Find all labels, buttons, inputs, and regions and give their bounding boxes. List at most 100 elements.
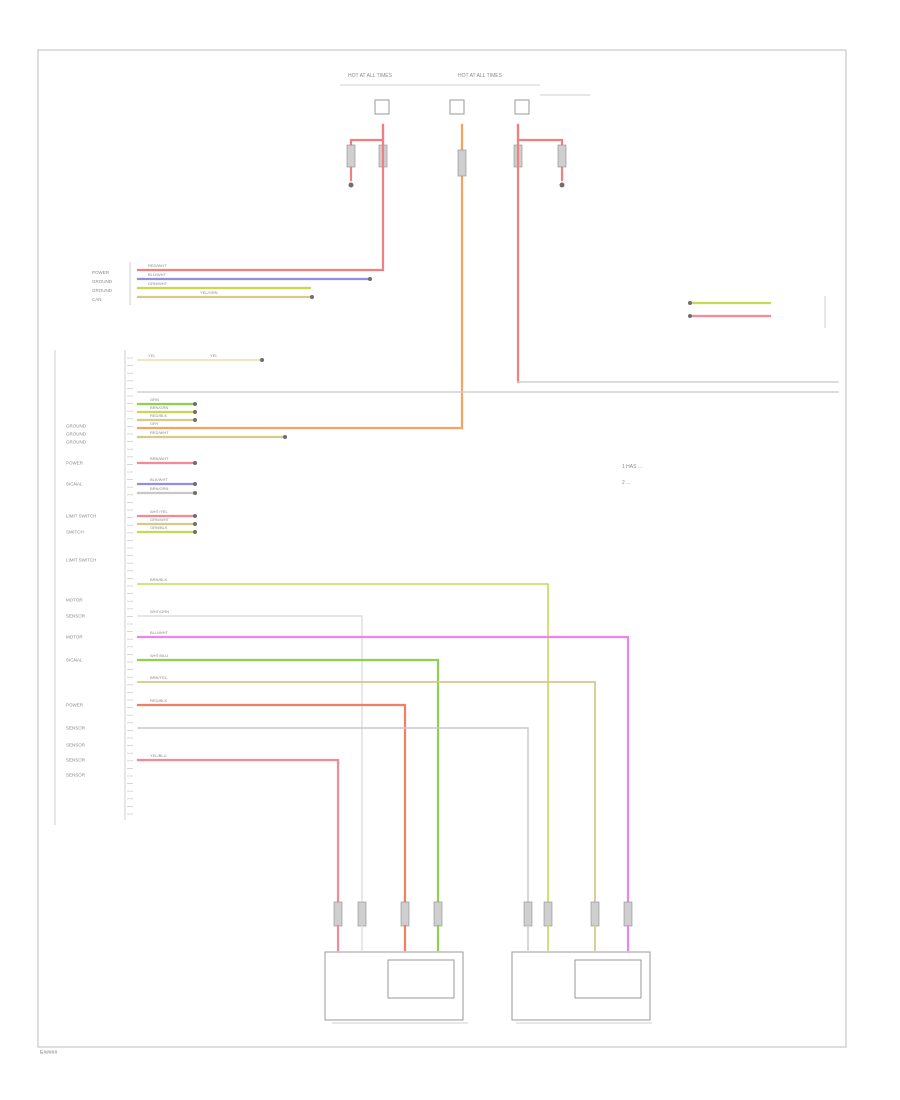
splice-10: [193, 491, 197, 495]
pin-b6: [543, 901, 553, 927]
ground-point-2: [559, 182, 565, 188]
top-right-branch: [513, 123, 567, 188]
pin-b4: [433, 901, 443, 927]
pin-b7: [590, 901, 600, 927]
pin-b2: [357, 901, 367, 927]
wire-magenta-long: [136, 635, 630, 907]
wire-color-label: WHT/GRN: [150, 609, 169, 614]
wire-color-label: YEL/GRN: [200, 290, 218, 295]
wire-color-label: BLU/WHT: [150, 630, 169, 635]
wire-color-label: RED/WHT: [150, 430, 169, 435]
wire-color-label: YEL: [210, 353, 218, 358]
pin-b5: [523, 901, 533, 927]
splice-3: [193, 402, 197, 406]
wire-tan-long: [137, 681, 596, 906]
wire-color-label: GRY: [150, 421, 159, 426]
wire-color-label: BRN/BLK: [150, 577, 167, 582]
bottom-connector-pins: [333, 901, 633, 927]
wire-color-label: BLK/WHT: [150, 477, 168, 482]
top-power-labels: HOT AT ALL TIMES HOT AT ALL TIMES: [340, 73, 590, 115]
splice-12: [193, 522, 197, 526]
right-module: [688, 296, 826, 328]
note-1: 1 HAS ...: [622, 464, 642, 470]
fuse-1: [374, 99, 390, 115]
wire-gray-long-1: [137, 615, 363, 906]
wire-pink-long: [136, 758, 340, 907]
module-pin-label: SENSOR: [66, 726, 86, 731]
splice-13: [193, 530, 197, 534]
module-pin-label: GROUND: [66, 432, 87, 437]
module-pin-label: LIMIT SWITCH: [66, 558, 96, 563]
right-splice-2: [688, 314, 692, 318]
wire-red-power-1: [136, 123, 385, 272]
main-left-module: [54, 350, 126, 825]
wire-color-label: RED/BLK: [150, 413, 167, 418]
module-pin-label: SENSOR: [66, 773, 86, 778]
note-2: 2 ...: [622, 480, 630, 486]
hot-at-all-times-label-2: HOT AT ALL TIMES: [458, 73, 503, 79]
module-pin-label: POWER: [66, 703, 84, 708]
bottom-module-left: [324, 951, 468, 1024]
ground-point-1: [348, 182, 354, 188]
right-splice-1: [688, 301, 692, 305]
splice-11: [193, 514, 197, 518]
footer-code: E#####: [40, 1050, 57, 1056]
wire-red-power-2: [136, 123, 464, 430]
module-pin-label: SENSOR: [66, 743, 86, 748]
wire-color-label: YEL: [148, 353, 156, 358]
wire-color-label: WHT/YEL: [150, 509, 169, 514]
wire-red-top-right: [516, 123, 564, 182]
wire-gray-long-2: [137, 727, 529, 906]
wire-color-label: BRN/GRN: [150, 405, 169, 410]
wire-green-long: [136, 658, 440, 907]
connector-pin-1: [346, 144, 356, 168]
hall-sensor-left-box: [387, 959, 455, 999]
module-pin-label: SWITCH: [66, 530, 84, 535]
splice-7: [260, 358, 264, 362]
splice-5: [193, 418, 197, 422]
module-pin-label: GROUND: [66, 424, 87, 429]
wire-color-label: BLU/WHT: [148, 272, 167, 277]
pin-b1: [333, 901, 343, 927]
wire-red-top-left: [349, 123, 385, 182]
module-pin-label: GROUND: [66, 440, 87, 445]
wire-color-label: GRN/BLK: [150, 525, 168, 530]
wire-yellow-long: [137, 583, 549, 906]
module-pin-label: MOTOR: [66, 635, 83, 640]
pin-b3: [400, 901, 410, 927]
fuse-2: [449, 99, 465, 115]
wire-color-label: RED/BLK: [150, 698, 167, 703]
module-pin-label: SIGNAL: [66, 658, 83, 663]
diagram-frame: [37, 49, 847, 1048]
upper-module-label-3: GROUND: [92, 288, 113, 293]
hot-at-all-times-label-1: HOT AT ALL TIMES: [348, 73, 393, 79]
connector-pin-5: [457, 149, 467, 177]
module-pin-label: POWER: [66, 461, 84, 466]
wire-color-label: GRN/WHT: [150, 517, 170, 522]
module-pin-label: LIMIT SWITCH: [66, 514, 96, 519]
pin-b8: [623, 901, 633, 927]
splice-4: [193, 410, 197, 414]
splice-9: [193, 482, 197, 486]
main-module-labels: GROUND GROUND GROUND POWER SIGNAL LIMIT SWITC…: [66, 263, 218, 815]
upper-module-label-2: GROUND: [92, 279, 113, 284]
module-pin-label: SIGNAL: [66, 482, 83, 487]
wire-color-label: GRN: [150, 397, 159, 402]
top-left-branch: [346, 123, 388, 188]
bottom-wire-stubs: [336, 924, 630, 952]
wire-color-label: BRN/GRN: [150, 486, 169, 491]
bottom-module-right: [511, 951, 652, 1024]
splice-point-2: [310, 295, 314, 299]
wire-orange-long: [136, 703, 407, 907]
splice-point-1: [368, 277, 372, 281]
splice-6: [283, 435, 287, 439]
upper-left-module: POWER GROUND GROUND CAN: [92, 262, 131, 305]
notes-legend: 1 HAS ... 2 ...: [622, 464, 642, 486]
wire-color-label: BRN/YEL: [150, 675, 168, 680]
module-pin-label: SENSOR: [66, 614, 86, 619]
fuse-3: [514, 99, 530, 115]
wire-color-label: YEL/BLU: [150, 753, 167, 758]
splice-8: [193, 461, 197, 465]
module-pin-label: MOTOR: [66, 598, 83, 603]
